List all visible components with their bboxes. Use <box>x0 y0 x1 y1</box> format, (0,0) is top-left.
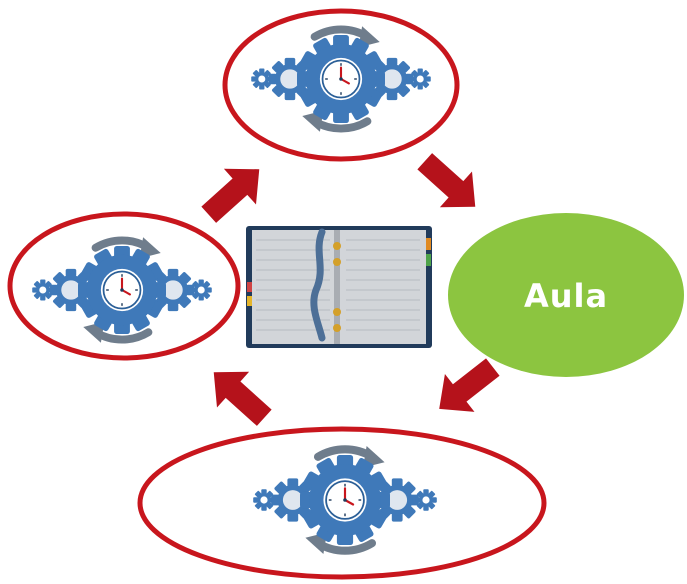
left-node <box>7 211 241 361</box>
arrow-bottom-to-left <box>197 354 281 436</box>
aula-node <box>448 213 684 377</box>
top-node <box>222 8 460 162</box>
arrow-left-to-top <box>192 151 276 233</box>
planner-binder-icon <box>246 226 432 348</box>
aula-label: Aula <box>523 277 609 315</box>
bottom-node <box>137 426 547 580</box>
arrow-top-to-aula <box>408 143 492 225</box>
